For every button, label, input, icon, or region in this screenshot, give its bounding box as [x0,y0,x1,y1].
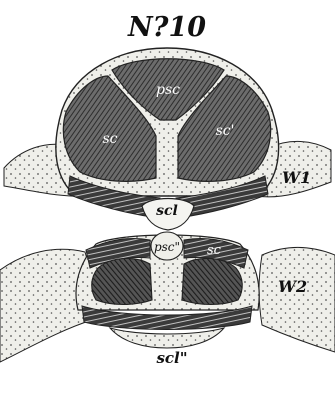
right-wing-lower [259,248,335,353]
label-sc-lower: sc [207,243,222,258]
label-w2: W2 [278,277,307,296]
scutellum-lower [110,328,224,348]
label-w1: W1 [282,168,311,187]
label-sc-right: sc' [216,123,235,139]
scutum-lower-right [182,258,242,304]
label-scl: scl [156,203,178,219]
label-sc-left: sc [102,131,117,147]
scutum-lower-left [92,258,152,304]
label-psc: psc [156,82,180,98]
label-psc-lower: psc" [154,240,180,254]
label-scl-lower: scl" [156,349,187,367]
figure-title: N?10 [127,12,206,43]
